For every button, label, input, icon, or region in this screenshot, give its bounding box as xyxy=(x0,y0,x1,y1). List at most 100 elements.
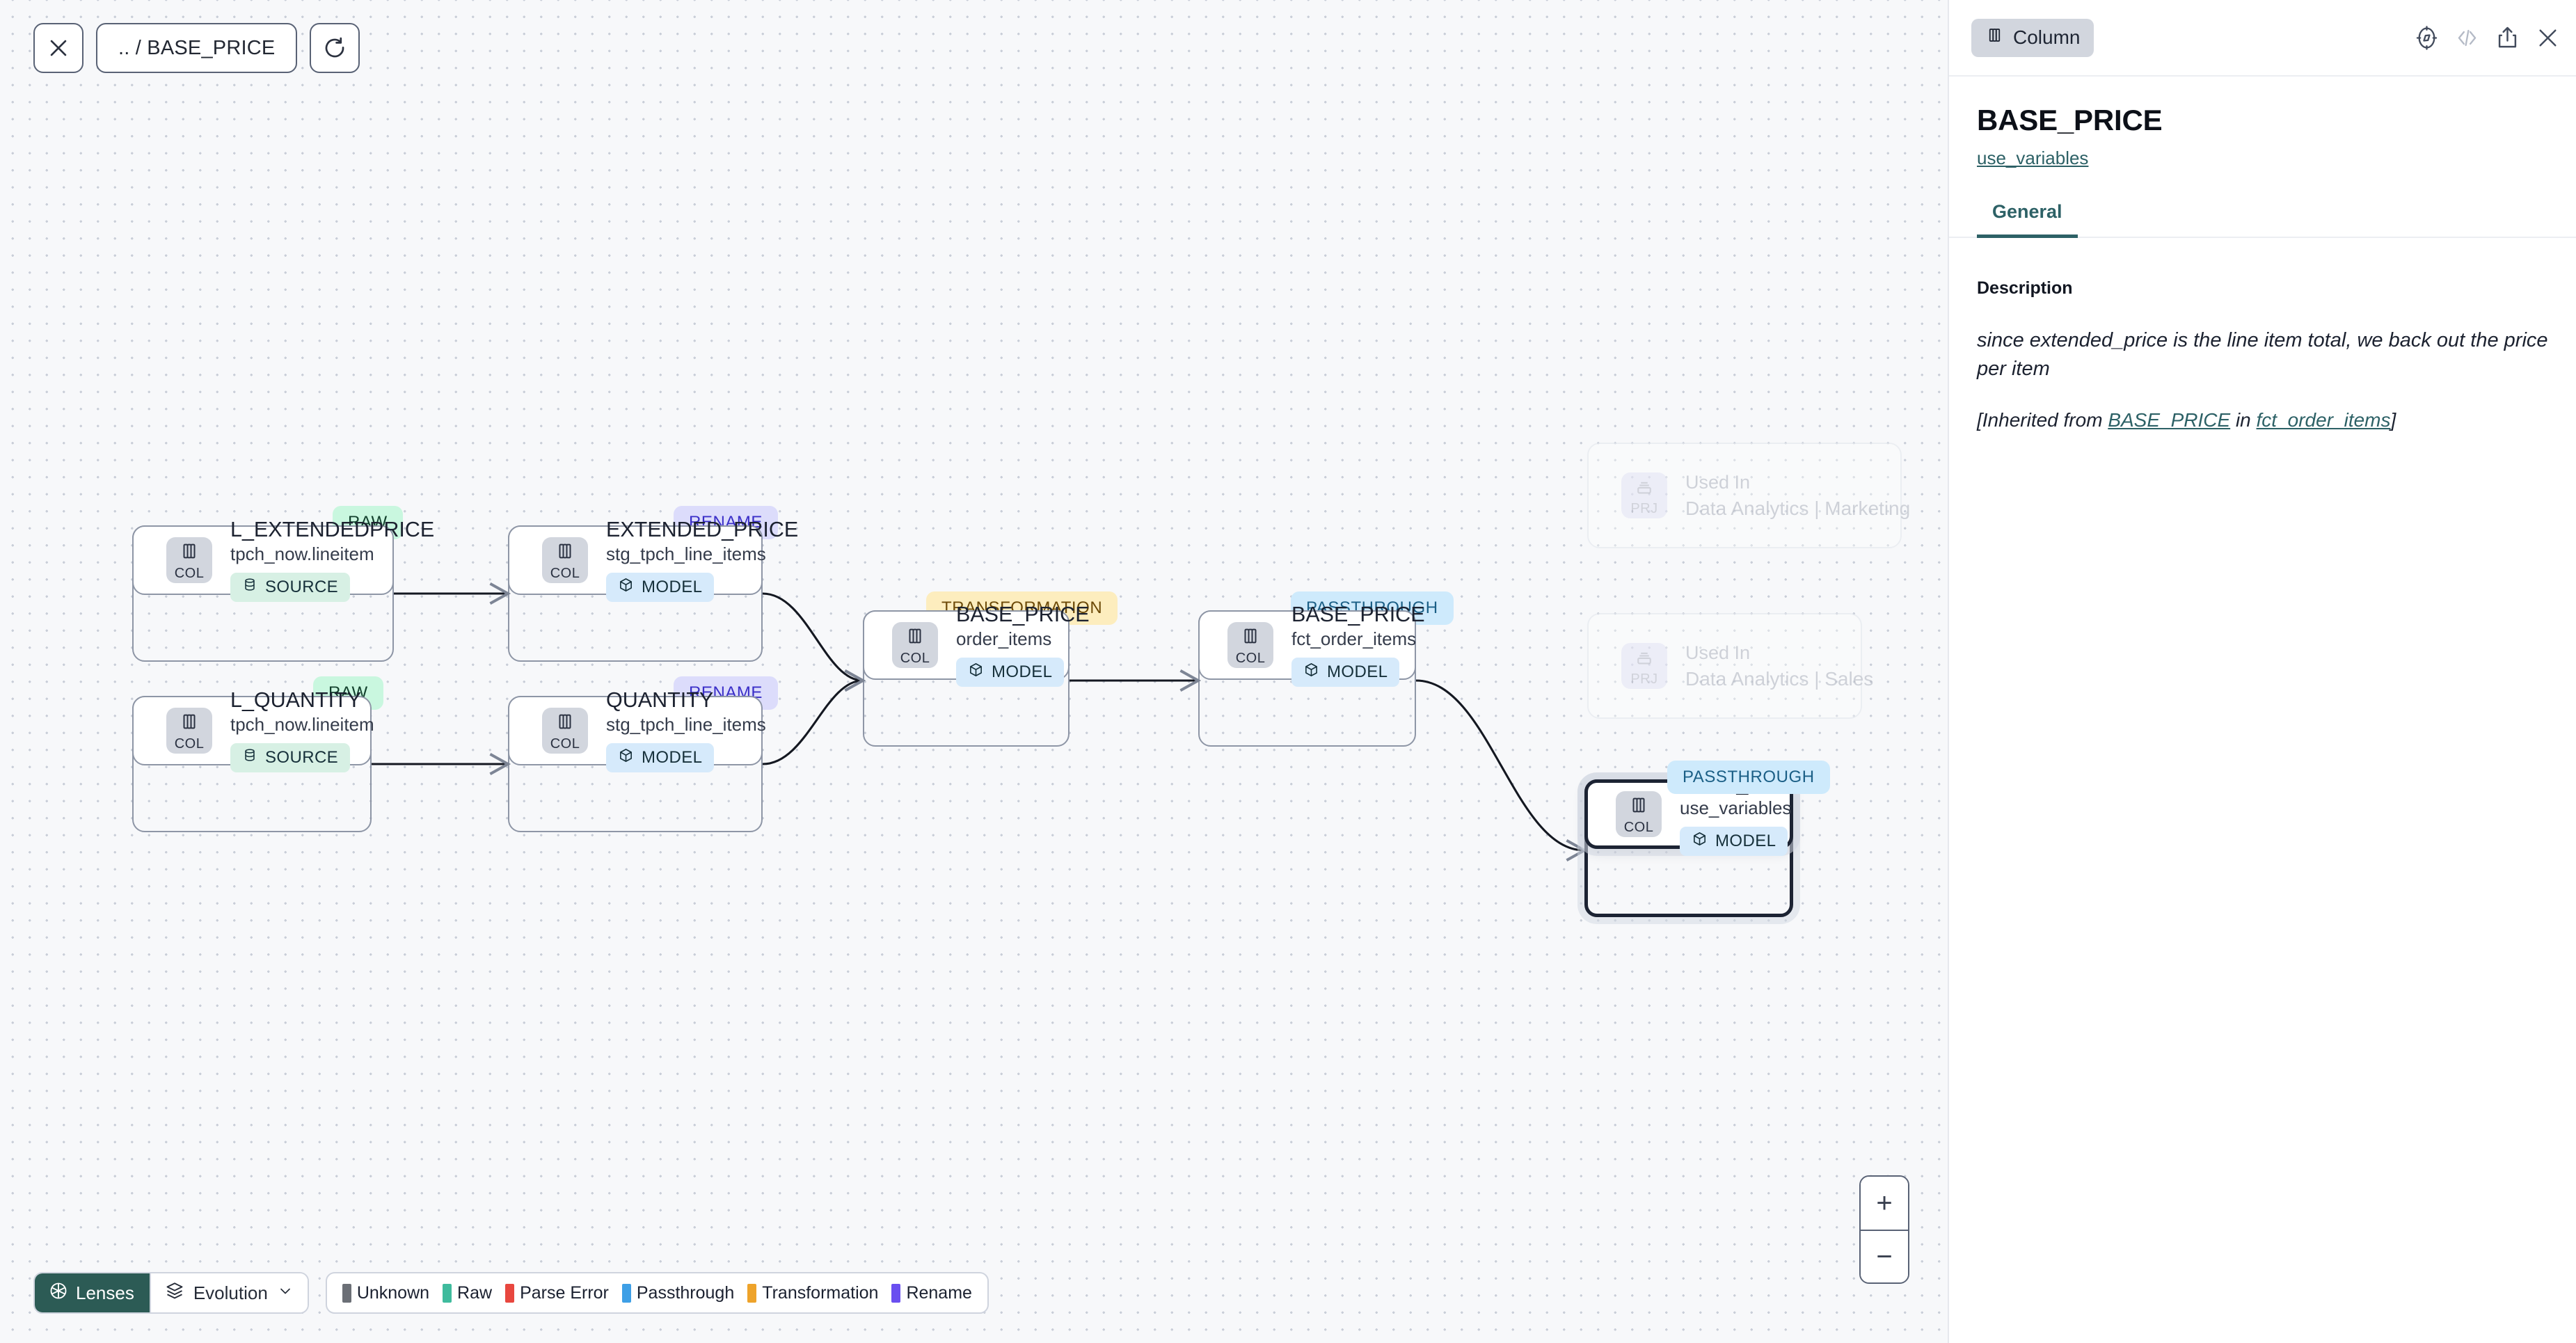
edge-extendedprice-to-baseprice xyxy=(762,592,866,692)
node-chip-model: MODEL xyxy=(1680,826,1788,856)
column-kind-badge: COL xyxy=(542,537,588,583)
share-icon[interactable] xyxy=(2495,25,2520,51)
legend-item: Transformation xyxy=(747,1283,878,1303)
column-icon xyxy=(179,711,200,736)
lineage-node-base-price-fct-order-items[interactable]: COL BASE_PRICE fct_order_items MODEL xyxy=(1198,603,1425,687)
cube-icon xyxy=(618,747,634,768)
legend-label: Raw xyxy=(457,1282,493,1303)
node-chip-label: MODEL xyxy=(642,747,703,767)
canvas-bottom-bar: Lenses Evolution xyxy=(33,1272,989,1314)
project-icon xyxy=(1634,646,1655,671)
layers-icon xyxy=(165,1281,184,1305)
legend-swatch-raw xyxy=(443,1283,452,1303)
used-in-target: Data Analytics | Marketing xyxy=(1685,497,1911,519)
project-kind-badge: PRJ xyxy=(1621,643,1667,689)
node-chip-model: MODEL xyxy=(1291,657,1400,687)
column-kind-badge: COL xyxy=(166,708,212,754)
node-chip-label: MODEL xyxy=(992,662,1053,681)
details-panel: Column xyxy=(1948,0,2576,1343)
refresh-icon xyxy=(323,36,347,60)
inherited-middle: in xyxy=(2230,408,2257,431)
cube-icon xyxy=(1692,831,1708,852)
lineage-node-l-quantity[interactable]: COL L_QUANTITY tpch_now.lineitem SOURCE xyxy=(132,689,374,772)
node-chip-label: SOURCE xyxy=(265,577,339,596)
chevron-down-icon xyxy=(277,1282,294,1304)
used-in-node-sales[interactable]: PRJ Used In Data Analytics | Sales xyxy=(1587,613,1873,719)
inherited-prefix: [Inherited from xyxy=(1977,408,2108,431)
node-subtitle: fct_order_items xyxy=(1291,628,1417,650)
column-kind-label: COL xyxy=(1623,819,1654,835)
cube-icon xyxy=(618,577,634,598)
lineage-node-extended-price[interactable]: COL EXTENDED_PRICE stg_tpch_line_items M… xyxy=(508,518,798,602)
canvas-toolbar: .. / BASE_PRICE xyxy=(33,23,360,73)
page-title: BASE_PRICE xyxy=(1977,104,2163,136)
lineage-legend: Unknown Raw Parse Error Passthrough Tran… xyxy=(325,1272,989,1314)
legend-label: Parse Error xyxy=(520,1282,609,1303)
node-title: BASE_PRICE xyxy=(1291,603,1425,627)
project-kind-label: PRJ xyxy=(1630,671,1658,687)
code-icon[interactable] xyxy=(2454,25,2480,51)
used-in-node-marketing[interactable]: PRJ Used In Data Analytics | Marketing xyxy=(1587,443,1910,548)
column-kind-badge: COL xyxy=(1616,791,1662,837)
column-kind-label: COL xyxy=(174,736,205,752)
lineage-node-quantity[interactable]: COL QUANTITY stg_tpch_line_items MODEL xyxy=(508,689,766,772)
zoom-controls: + − xyxy=(1859,1175,1909,1284)
inherited-model-link[interactable]: fct_order_items xyxy=(2256,408,2391,431)
details-panel-tabs: General xyxy=(1949,201,2576,239)
refresh-button[interactable] xyxy=(310,23,360,73)
column-kind-label: COL xyxy=(1235,650,1266,666)
compass-icon[interactable] xyxy=(2414,25,2440,51)
close-icon[interactable] xyxy=(2535,25,2561,51)
column-kind-label: COL xyxy=(550,736,580,752)
description-inherited-note: [Inherited from BASE_PRICE in fct_order_… xyxy=(1977,406,2548,434)
column-icon xyxy=(179,541,200,565)
column-kind-label: COL xyxy=(550,565,580,581)
node-chip-label: MODEL xyxy=(1327,662,1388,681)
legend-swatch-parse-error xyxy=(505,1283,515,1303)
inherited-suffix: ] xyxy=(2390,408,2396,431)
close-button[interactable] xyxy=(33,23,84,73)
cube-icon xyxy=(968,662,984,683)
lenses-label: Lenses xyxy=(76,1282,134,1303)
node-subtitle: tpch_now.lineitem xyxy=(230,714,374,736)
node-chip-model: MODEL xyxy=(606,742,715,772)
evolution-dropdown[interactable]: Evolution xyxy=(149,1273,308,1312)
node-tag-label: PASSTHROUGH xyxy=(1683,768,1815,786)
project-icon xyxy=(1634,476,1655,500)
zoom-in-button[interactable]: + xyxy=(1861,1177,1908,1230)
column-kind-label: COL xyxy=(900,650,930,666)
lineage-canvas[interactable]: .. / BASE_PRICE xyxy=(0,0,1948,1343)
node-chip-label: MODEL xyxy=(642,577,703,596)
entity-type-pill[interactable]: Column xyxy=(1971,18,2094,57)
legend-item: Raw xyxy=(443,1283,492,1303)
inherited-column-link[interactable]: BASE_PRICE xyxy=(2108,408,2231,431)
zoom-out-button[interactable]: − xyxy=(1861,1230,1908,1282)
close-icon xyxy=(47,36,70,60)
legend-swatch-unknown xyxy=(342,1283,351,1303)
node-title: BASE_PRICE xyxy=(956,603,1090,627)
column-icon xyxy=(555,541,575,565)
description-text: since extended_price is the line item to… xyxy=(1977,329,2548,381)
parent-model-link[interactable]: use_variables xyxy=(1977,148,2089,169)
breadcrumb-label: .. / BASE_PRICE xyxy=(118,36,276,59)
details-panel-header: Column xyxy=(1949,0,2576,77)
project-kind-label: PRJ xyxy=(1630,500,1658,516)
column-kind-badge: COL xyxy=(166,537,212,583)
column-kind-label: COL xyxy=(174,565,205,581)
details-panel-actions xyxy=(2414,25,2561,51)
cube-icon xyxy=(1303,662,1319,683)
legend-swatch-rename xyxy=(891,1283,901,1303)
node-subtitle: stg_tpch_line_items xyxy=(606,543,766,565)
lineage-node-base-price-order-items[interactable]: COL BASE_PRICE order_items MODEL xyxy=(863,603,1090,687)
breadcrumb[interactable]: .. / BASE_PRICE xyxy=(96,23,298,73)
column-icon xyxy=(1628,795,1649,819)
node-tag-passthrough: PASSTHROUGH xyxy=(1667,761,1830,794)
lineage-node-l-extendedprice[interactable]: COL L_EXTENDEDPRICE tpch_now.lineitem SO… xyxy=(132,518,434,602)
legend-item: Rename xyxy=(891,1283,972,1303)
description-section: Description since extended_price is the … xyxy=(1949,238,2576,434)
node-chip-source: SOURCE xyxy=(230,742,351,772)
node-chip-label: MODEL xyxy=(1715,831,1776,850)
legend-label: Passthrough xyxy=(636,1282,735,1303)
lenses-button[interactable]: Lenses xyxy=(35,1273,150,1312)
tab-general[interactable]: General xyxy=(1977,201,2078,239)
